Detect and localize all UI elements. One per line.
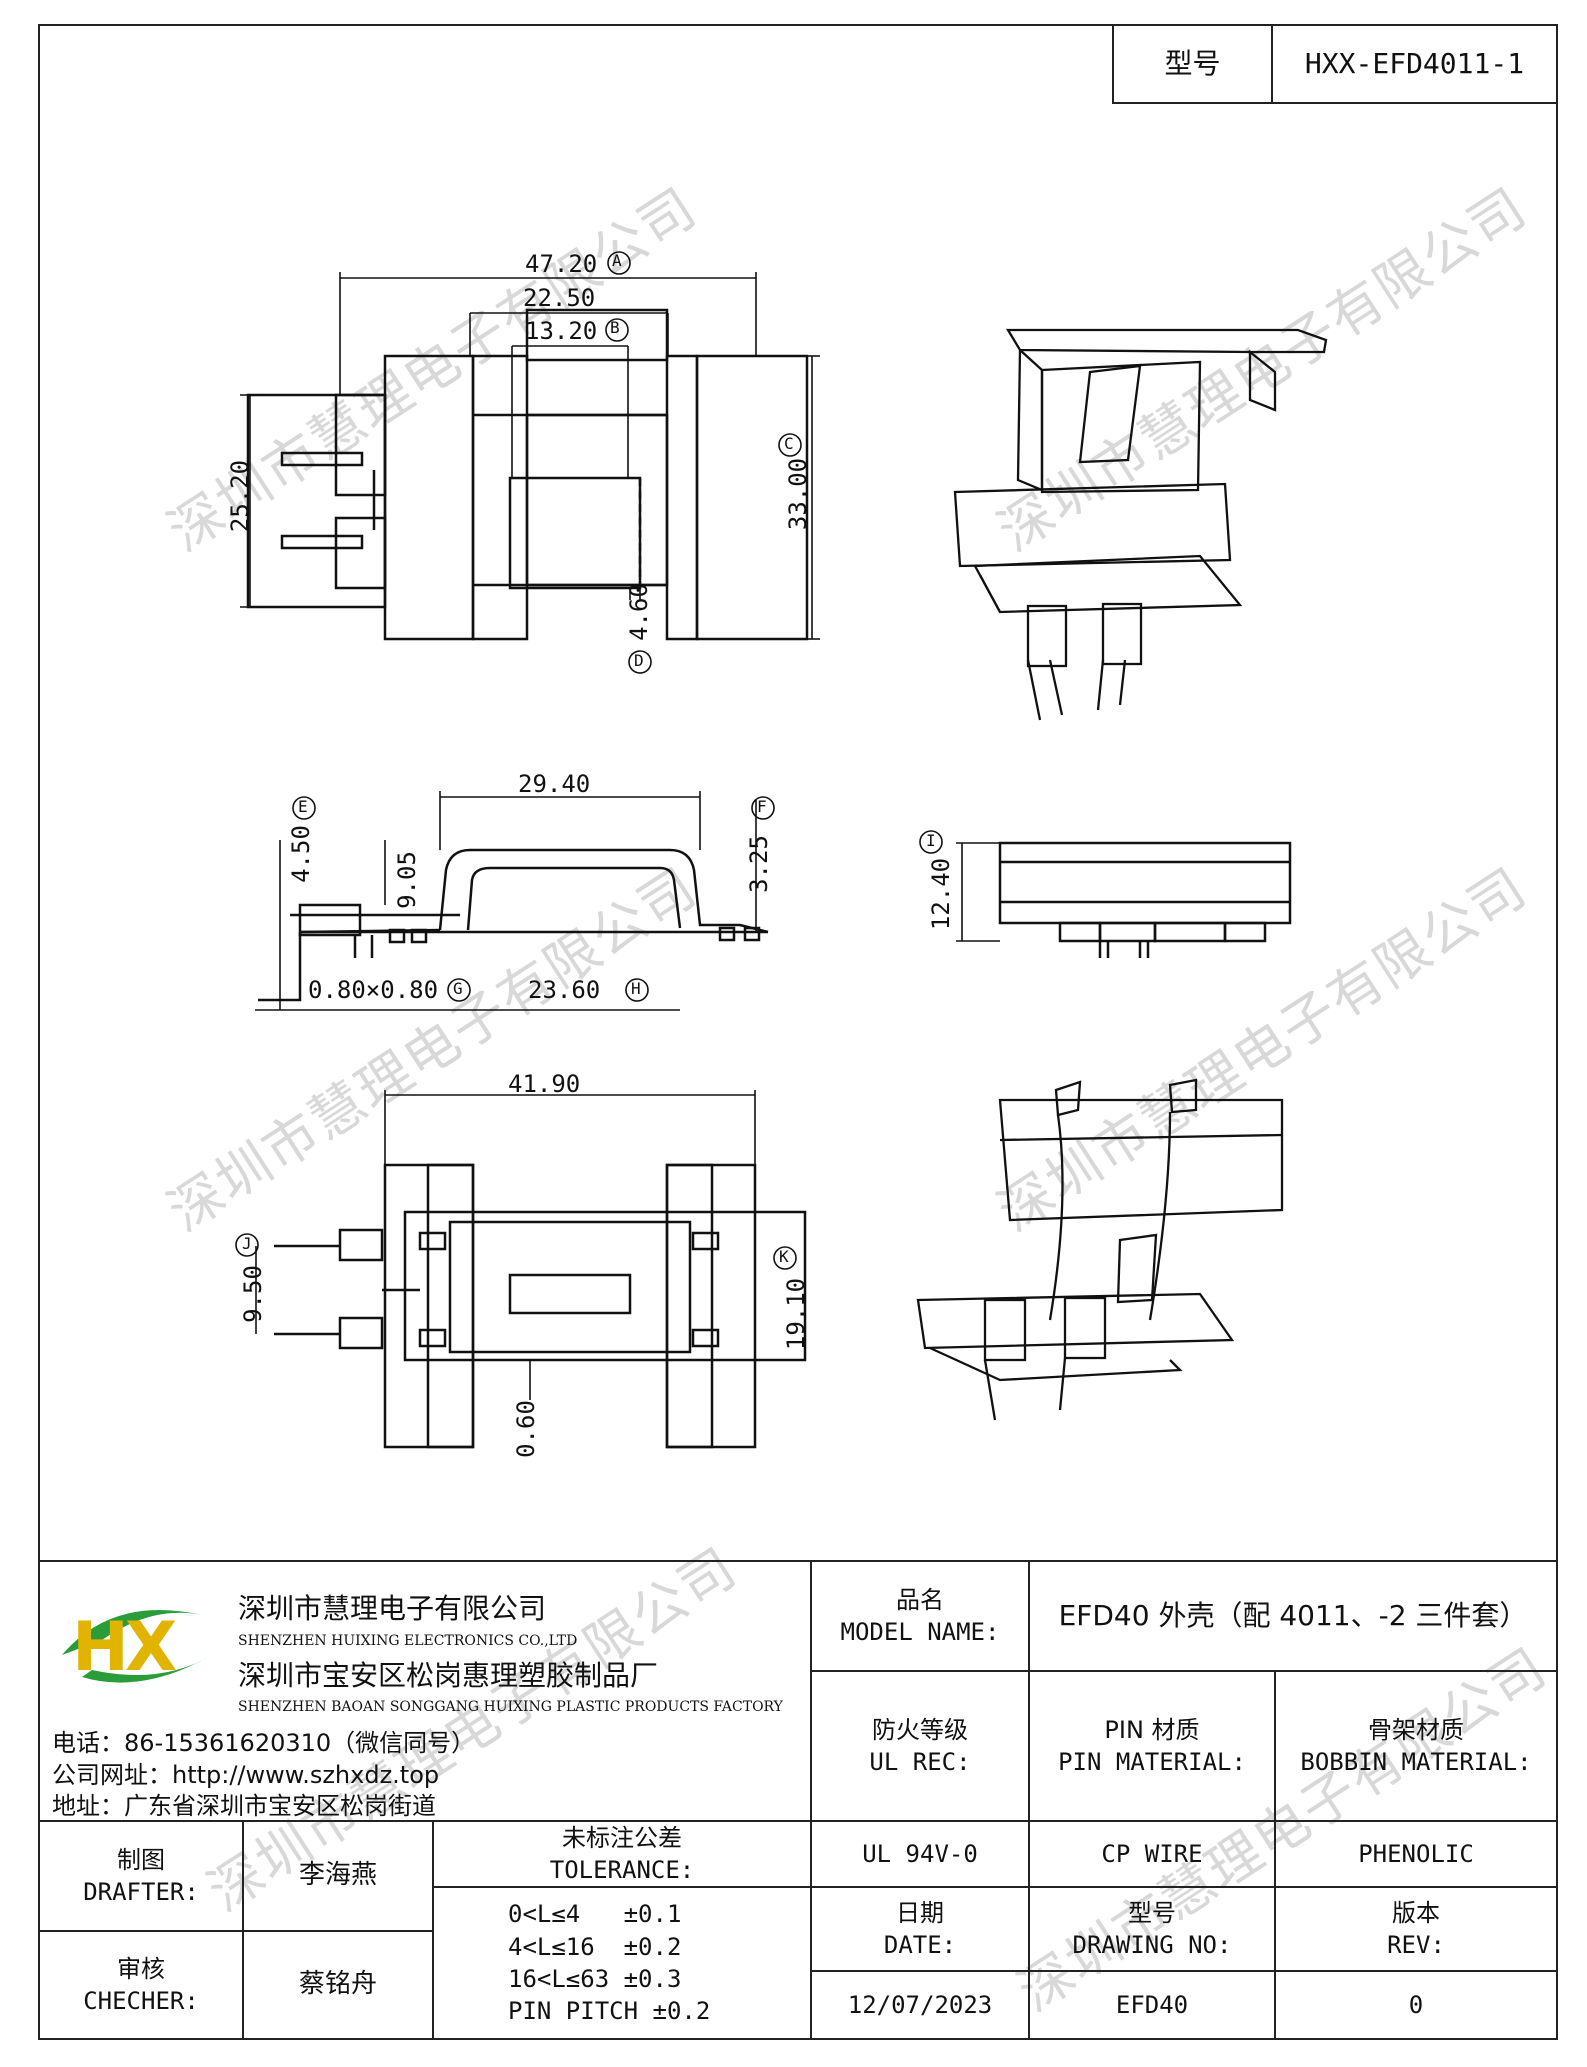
- date-value: 12/07/2023: [810, 1970, 1030, 2040]
- ul-rec-value: UL 94V-0: [810, 1820, 1030, 1888]
- dim-tag: I: [926, 831, 936, 850]
- drawing-no-label: 型号 DRAWING NO:: [1028, 1886, 1276, 1972]
- bobbin-material-label: 骨架材质 BOBBIN MATERIAL:: [1274, 1670, 1558, 1822]
- iso-view-top: [953, 328, 1328, 721]
- dim-side-left: 4.50: [286, 825, 315, 883]
- pin-material-label: PIN 材质 PIN MATERIAL:: [1028, 1670, 1276, 1822]
- dim-top-bottom: 4.60: [624, 583, 653, 641]
- dim-side-inner: 9.05: [392, 851, 421, 909]
- tolerance-row: 16<L≤63 ±0.3: [508, 1965, 682, 1993]
- top-view: [246, 308, 809, 641]
- factory-name-en: SHENZHEN BAOAN SONGGANG HUIXING PLASTIC …: [238, 1699, 783, 1715]
- model-name-value: EFD40 外壳（配 4011、-2 三件套）: [1028, 1560, 1558, 1672]
- dim-tag: A: [612, 251, 622, 270]
- dim-bottom-width: 41.90: [508, 1070, 581, 1098]
- factory-name-cn: 深圳市宝安区松岗惠理塑胶制品厂: [238, 1659, 659, 1692]
- dim-top-inner: 13.20: [525, 317, 598, 345]
- tolerance-table: 0<L≤4 ±0.1 4<L≤16 ±0.2 16<L≤63 ±0.3 PIN …: [432, 1886, 812, 2040]
- end-view: [998, 841, 1292, 958]
- dim-tag: F: [757, 797, 767, 816]
- dim-tag: K: [779, 1247, 789, 1266]
- company-name-en: SHENZHEN HUIXING ELECTRONICS CO.,LTD: [238, 1633, 578, 1649]
- company-address: 地址：广东省深圳市宝安区松岗街道: [52, 1792, 436, 1820]
- company-phone: 电话：86-15361620310（微信同号）: [52, 1729, 476, 1757]
- company-website: 公司网址：http://www.szhxdz.top: [52, 1761, 440, 1789]
- dim-side-base: 23.60: [528, 976, 601, 1004]
- title-block-border: [38, 1560, 1558, 1562]
- header-model-value: HXX-EFD4011-1: [1271, 24, 1558, 104]
- dim-top-height: 33.00: [784, 457, 813, 531]
- dim-bottom-pin-span: 9.50: [238, 1265, 267, 1323]
- dim-side-right: 3.25: [744, 835, 773, 893]
- company-logo-letters: HX: [72, 1608, 177, 1687]
- tolerance-label: 未标注公差 TOLERANCE:: [432, 1820, 812, 1888]
- dim-side-top: 29.40: [518, 770, 591, 798]
- pin-material-value: CP WIRE: [1028, 1820, 1276, 1888]
- iso-view-bottom: [916, 1078, 1284, 1421]
- bobbin-material-value: PHENOLIC: [1274, 1820, 1558, 1888]
- rev-label: 版本 REV:: [1274, 1886, 1558, 1972]
- dim-tag: H: [631, 979, 641, 998]
- dim-end-height: 12.40: [927, 857, 956, 931]
- tolerance-row: 4<L≤16 ±0.2: [508, 1932, 682, 1961]
- ul-rec-label: 防火等级 UL REC:: [810, 1670, 1030, 1822]
- tolerance-row: PIN PITCH ±0.2: [508, 1997, 711, 2026]
- company-logo: [62, 1610, 212, 1683]
- date-label: 日期 DATE:: [810, 1886, 1030, 1972]
- dim-top-pin-span: 25.20: [226, 459, 255, 533]
- rev-value: 0: [1274, 1970, 1558, 2040]
- bottom-view: [274, 1163, 807, 1449]
- checker-label: 审核 CHECHER:: [38, 1930, 244, 2040]
- drawing-no-value: EFD40: [1028, 1970, 1276, 2040]
- dim-side-pin: 0.80×0.80: [308, 976, 439, 1004]
- dim-bottom-height: 19.10: [782, 1277, 811, 1351]
- drafter-label: 制图 DRAFTER:: [38, 1820, 244, 1932]
- drafter-name: 李海燕: [242, 1820, 434, 1932]
- tolerance-row: 0<L≤4 ±0.1: [508, 1900, 682, 1929]
- dim-tag: E: [298, 797, 308, 816]
- dim-tag: G: [453, 979, 463, 998]
- dim-bottom-gap: 0.60: [511, 1400, 540, 1458]
- dim-tag: D: [634, 651, 644, 670]
- technical-drawing: [235, 251, 1328, 1449]
- dim-tag: B: [610, 318, 620, 337]
- company-name-cn: 深圳市慧理电子有限公司: [238, 1592, 547, 1625]
- dim-top-window: 22.50: [523, 284, 596, 312]
- section-divider: [810, 1560, 812, 2040]
- model-name-label: 品名 MODEL NAME:: [810, 1560, 1030, 1672]
- side-view: [258, 848, 769, 1002]
- checker-name: 蔡铭舟: [242, 1930, 434, 2040]
- dim-tag: C: [784, 434, 794, 453]
- dim-top-width: 47.20: [525, 250, 598, 278]
- dim-tag: J: [242, 1234, 252, 1253]
